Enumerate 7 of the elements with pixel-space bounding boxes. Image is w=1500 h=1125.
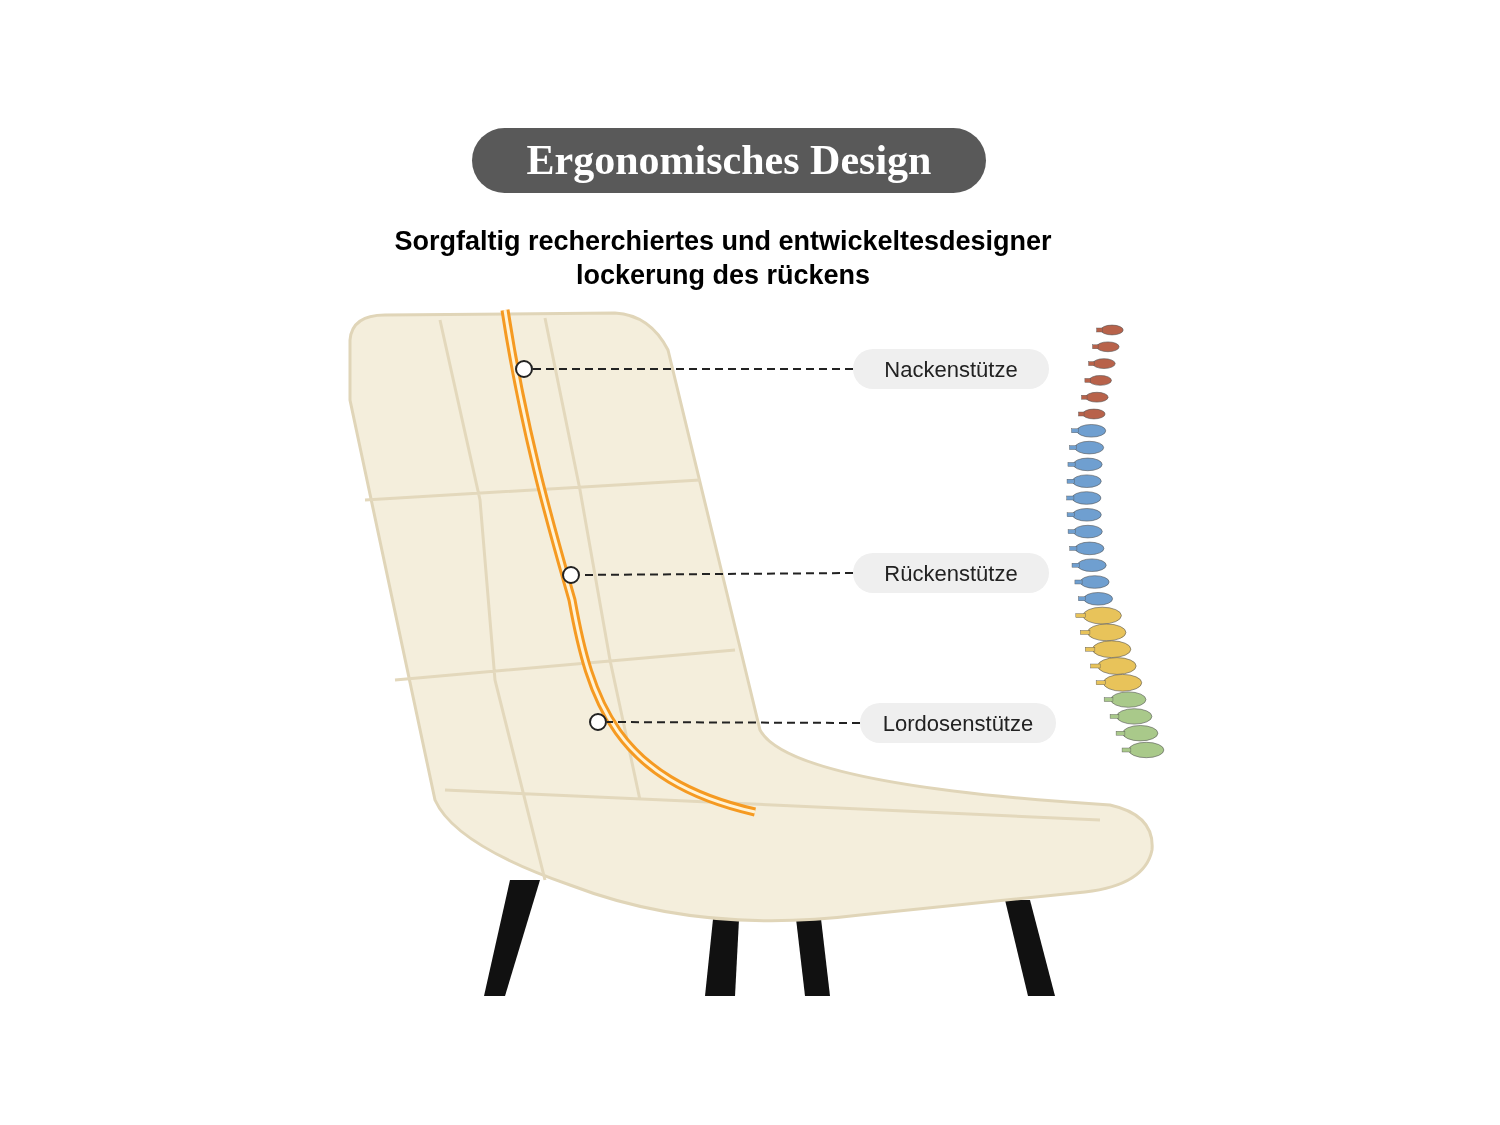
- label-pill: Rückenstütze: [853, 553, 1049, 593]
- leader-line: [606, 721, 861, 724]
- leader-line: [532, 368, 854, 370]
- label-pill: Nackenstütze: [853, 349, 1049, 389]
- label-pill: Lordosenstütze: [860, 703, 1056, 743]
- title-banner: Ergonomisches Design: [472, 128, 986, 193]
- subtitle: Sorgfaltig recherchiertes und entwickeltesdesigner lockerung des rückens: [393, 225, 1053, 292]
